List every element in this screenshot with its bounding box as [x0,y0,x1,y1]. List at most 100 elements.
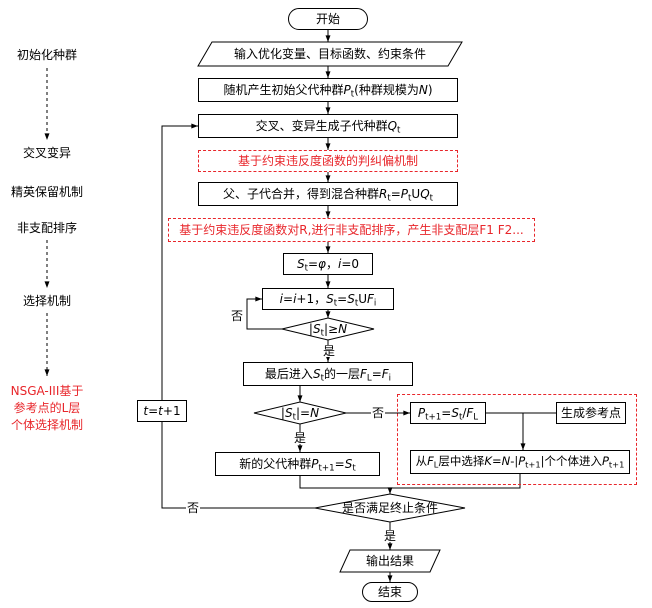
merge-population-label: 父、子代合并，得到混合种群Rt=PtUQt [223,186,433,204]
label-text: |= [295,405,311,420]
label-symbol: i [337,256,342,271]
edge-terminate-no-loop [161,123,315,509]
label-text: = [491,454,502,469]
label-subscript: t [333,298,338,309]
label-text: +1， [296,291,327,306]
label-text: |个个体进入 [540,454,602,469]
init-population-process: 随机产生初始父代种群Pt(种群规模为N) [198,78,458,102]
label-symbol: P [601,454,609,469]
nondominated-sort-label: 基于约束违反度函数对R,进行非支配排序，产生非支配层F1 F2... [179,222,524,237]
label-symbol: Q [387,118,398,133]
start-label: 开始 [315,11,340,26]
offspring-label: 交叉、变异生成子代种群Qt [255,118,401,136]
label-symbol: S [284,405,293,420]
edge-label-checkge-no: 否 [230,309,245,323]
stage-nsga3-line-2: 参考点的L层 [13,401,81,415]
label-subscript: t+1 [608,459,625,470]
last-layer-process: 最后进入St的一层FL=Fi [243,362,413,386]
label-subscript: i [388,373,392,384]
reference-point-selection-region [397,394,637,485]
label-subscript: t [304,263,308,274]
offspring-process: 交叉、变异生成子代种群Qt [198,114,458,138]
label-subscript: t [408,193,412,204]
label-symbol: t [158,403,163,418]
edge-label-terminate-yes: 是 [383,529,398,543]
label-symbol: F [367,291,374,306]
reference-points-process: 生成参考点 [556,402,626,424]
start-terminator: 开始 [288,8,368,30]
label-symbol: i [279,291,284,306]
stage-nondominated-sort: 非支配排序 [16,221,77,235]
label-symbol: S [326,291,334,306]
check-ge-diamond [281,317,375,341]
stage-selection: 选择机制 [22,294,71,308]
init-s-process: St=φ，i=0 [283,253,373,275]
label-subscript: t+1 [525,459,541,470]
edge-label-checkeq-yes: 是 [293,431,308,445]
label-text: 最后进入 [264,366,313,381]
constraint-correction-label: 基于约束违反度函数的判纠偏机制 [237,153,418,168]
label-text: |≥ [323,321,339,336]
label-text: / [462,405,467,420]
end-terminator: 结束 [362,582,418,602]
label-subscript: L [433,459,439,470]
new-parent-process: 新的父代种群Pt+1=St [215,452,380,476]
label-symbol: N [501,454,511,469]
label-text: = [307,256,319,271]
end-label: 结束 [377,584,402,599]
label-text: = [283,291,294,306]
label-symbol: F [381,366,389,381]
label-text: 新的父代种群 [239,456,312,471]
label-text: 交叉、变异生成子代种群 [255,118,388,133]
new-parent-label: 新的父代种群Pt+1=St [239,456,355,473]
label-symbol: S [296,256,305,271]
label-symbol: P [518,454,526,469]
label-symbol: S [312,366,321,381]
label-subscript: t [292,412,296,423]
label-symbol: K [484,454,492,469]
label-text: +1 [162,403,181,418]
input-label-box: 输入优化变量、目标函数、约束条件 [198,42,462,66]
label-text: =0 [341,256,360,271]
p-next-label: Pt+1=St/FL [418,405,479,423]
output-label: 输出结果 [365,553,414,568]
iterate-process: i=i+1，St=StUFi [262,288,394,310]
label-text: 从 [415,454,428,469]
edge-label-checkge-yes: 是 [322,344,337,358]
label-symbol: N [418,82,428,97]
label-text: ) [427,82,433,97]
input-label: 输入优化变量、目标函数、约束条件 [233,46,426,61]
label-symbol: R [378,186,388,201]
terminate-label-box: 是否满足终止条件 [315,494,465,522]
t-increment-process: t=t+1 [137,400,187,422]
init-s-label: St=φ，i=0 [296,256,360,274]
stage-nsga3-line-3: 个体选择机制 [10,418,83,432]
reference-points-label: 生成参考点 [560,405,621,420]
label-text: (种群规模为 [354,82,419,97]
label-symbol: S [347,291,355,306]
label-text: -| [510,454,519,469]
label-subscript: t [397,125,401,136]
t-increment-label: t=t+1 [143,404,180,418]
label-text: = [334,456,345,471]
label-symbol: P [400,186,409,201]
label-symbol: P [311,456,319,471]
label-subscript: t+1 [425,412,442,423]
label-subscript: t [350,89,355,100]
last-layer-label: 最后进入St的一层FL=Fi [264,366,392,384]
label-subscript: i [373,298,377,309]
label-text: = [148,403,159,418]
label-text: = [371,366,382,381]
label-text: = [390,186,401,201]
label-text: U [411,186,421,201]
label-subscript: L [473,412,479,423]
edge-checkge-no-loop [246,296,282,330]
label-subscript: t [458,412,463,423]
label-text: | [308,321,313,336]
output-label-box: 输出结果 [340,550,440,572]
input-parallelogram [197,41,463,67]
label-symbol: N [310,405,320,420]
label-symbol: F [359,366,367,381]
